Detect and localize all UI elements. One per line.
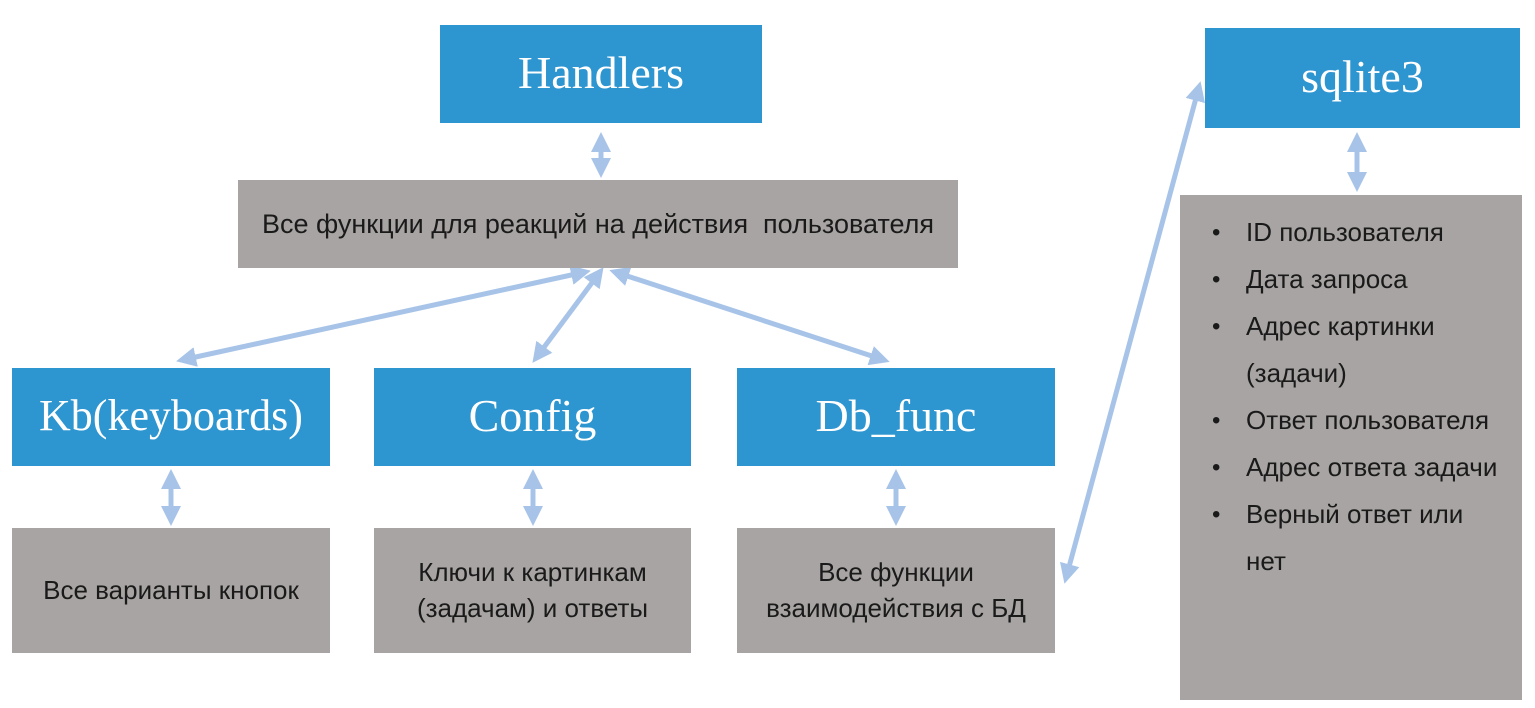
db-func-description-text: Все функции взаимодействия с БД [766,557,1026,623]
sqlite3-fields-list: • ID пользователя • Дата запроса • Адрес… [1180,209,1522,585]
bullet-icon: • [1212,454,1221,481]
bullet-icon: • [1212,219,1221,246]
config-description-text: Ключи к картинкам (задачам) и ответы [416,557,649,623]
node-config-label: Config [468,389,597,441]
node-sqlite3-label: sqlite3 [1301,50,1424,102]
list-item-text: Адрес ответа задачи [1246,452,1498,482]
node-config: Config [374,368,691,466]
list-item: • Ответ пользователя [1180,397,1522,444]
node-db-func-label: Db_func [815,389,977,441]
node-handlers-label: Handlers [517,46,685,98]
list-item: • Адрес картинки (задачи) [1180,303,1522,397]
node-handlers: Handlers [440,25,762,123]
list-item: • Адрес ответа задачи [1180,444,1522,491]
kb-description-text: Все варианты кнопок [43,575,299,605]
bullet-icon: • [1212,266,1221,293]
node-db-func: Db_func [737,368,1055,466]
list-item-text: ID пользователя [1246,217,1444,247]
list-item: • ID пользователя [1180,209,1522,256]
list-item-text: Адрес картинки (задачи) [1246,311,1435,388]
sqlite3-fields-panel: • ID пользователя • Дата запроса • Адрес… [1180,195,1522,700]
bullet-icon: • [1212,407,1221,434]
node-kb-keyboards: Kb(keyboards) [12,368,330,466]
arrow-description-dbfunc [609,266,890,366]
list-item: • Дата запроса [1180,256,1522,303]
bullet-icon: • [1212,313,1221,340]
node-kb-keyboards-label: Kb(keyboards) [39,390,303,440]
config-description-box: Ключи к картинкам (задачам) и ответы [374,528,691,653]
arrow-description-config [532,267,604,363]
list-item: • Верный ответ или нет [1180,491,1522,585]
db-func-description-box: Все функции взаимодействия с БД [737,528,1055,653]
bullet-icon: • [1212,501,1221,528]
list-item-text: Дата запроса [1246,264,1408,294]
kb-description-box: Все варианты кнопок [12,528,330,653]
arrow-description-kb [176,265,591,367]
handlers-description-text: Все функции для реакций на действия поль… [261,208,935,239]
node-sqlite3: sqlite3 [1205,28,1520,128]
list-item-text: Верный ответ или нет [1246,499,1464,576]
handlers-description-box: Все функции для реакций на действия поль… [238,180,958,268]
list-item-text: Ответ пользователя [1246,405,1490,435]
